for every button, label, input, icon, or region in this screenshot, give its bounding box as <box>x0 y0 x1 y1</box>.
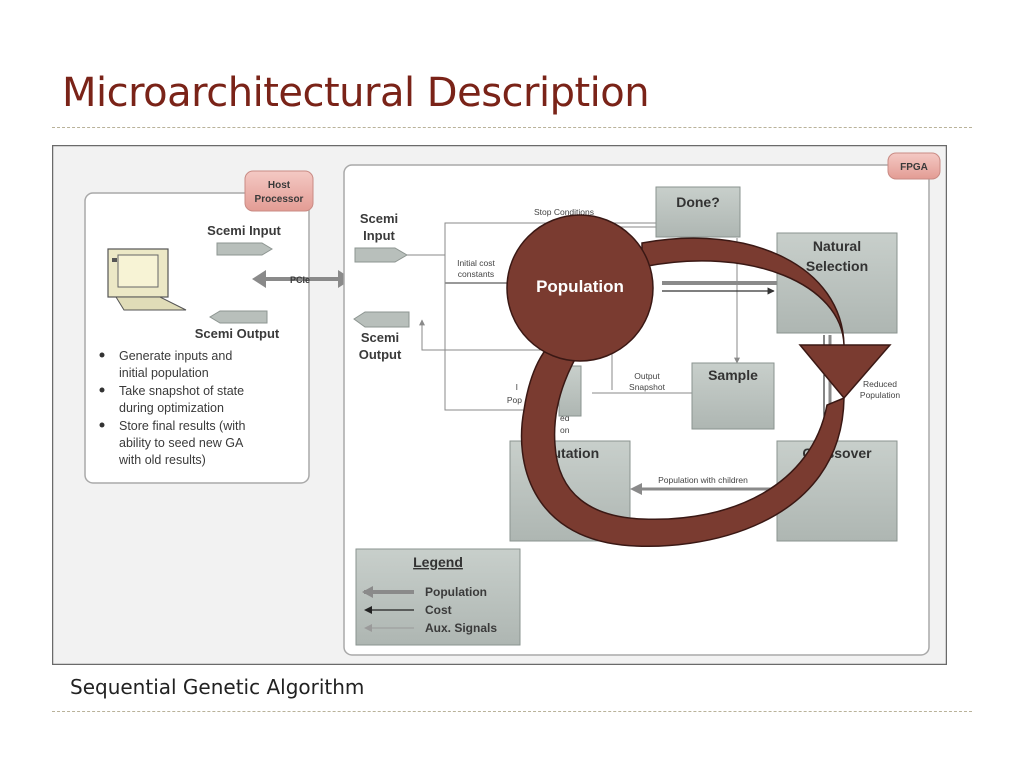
fpga-scemi-output-line2: Output <box>359 347 402 362</box>
host-scemi-output-arrow <box>209 310 268 324</box>
block-sample-label: Sample <box>708 367 758 383</box>
title-divider <box>52 127 972 128</box>
block-natural-selection-line2: Selection <box>806 258 868 274</box>
partial-label-pop: Pop <box>507 395 522 405</box>
host-scemi-input-arrow <box>216 242 273 256</box>
bullet-1-line1: Generate inputs and <box>119 349 232 363</box>
population-node-label: Population <box>536 277 624 296</box>
host-bullet-list: Generate inputs and initial population T… <box>99 349 245 467</box>
reduced-population-line1: Reduced <box>863 379 897 389</box>
fpga-badge-label: FPGA <box>900 162 928 173</box>
bullet-3-line1: Store final results (with <box>119 419 245 433</box>
fpga-scemi-output-arrow <box>353 311 410 328</box>
fpga-scemi-input-line2: Input <box>363 228 395 243</box>
slide-caption: Sequential Genetic Algorithm <box>70 675 365 699</box>
architecture-diagram: Host Processor Scemi Input PCIe Scemi Ou… <box>52 145 947 665</box>
bullet-2-line1: Take snapshot of state <box>119 384 244 398</box>
slide-title: Microarchitectural Description <box>62 70 650 116</box>
host-badge-line2: Processor <box>255 194 304 205</box>
partial-label-ed: ed <box>560 413 570 423</box>
legend-item-aux-signals: Aux. Signals <box>425 621 497 635</box>
bullet-2-line2: during optimization <box>119 401 224 415</box>
legend-item-cost: Cost <box>425 603 452 617</box>
bullet-3-line3: with old results) <box>118 453 206 467</box>
block-done: Done? <box>655 186 741 238</box>
computer-icon <box>107 248 187 311</box>
population-with-children-label: Population with children <box>658 475 748 485</box>
host-scemi-input-label: Scemi Input <box>207 223 281 238</box>
output-snapshot-line1: Output <box>634 371 660 381</box>
partial-label-on: on <box>560 425 570 435</box>
block-sample: Sample <box>691 362 775 430</box>
population-node <box>506 214 654 362</box>
fpga-scemi-output-line1: Scemi <box>361 330 399 345</box>
population-children-arrowhead <box>630 483 642 495</box>
reduced-population-line2: Population <box>860 390 900 400</box>
partial-label-i: I <box>516 382 518 392</box>
bullet-1-line2: initial population <box>119 366 209 380</box>
host-badge <box>244 170 314 212</box>
initial-cost-line1: Initial cost <box>457 258 495 268</box>
pcie-label: PCIe <box>290 275 310 285</box>
host-scemi-output-label: Scemi Output <box>195 326 280 341</box>
output-snapshot-line2: Snapshot <box>629 382 666 392</box>
initial-cost-line2: constants <box>458 269 494 279</box>
block-done-label: Done? <box>676 194 720 210</box>
block-natural-selection-line1: Natural <box>813 238 861 254</box>
footer-divider <box>52 711 972 712</box>
bullet-3-line2: ability to seed new GA <box>119 436 244 450</box>
fpga-badge <box>887 152 941 180</box>
fpga-scemi-input-line1: Scemi <box>360 211 398 226</box>
fpga-scemi-input-arrow <box>354 247 408 263</box>
legend-item-population: Population <box>425 585 487 599</box>
legend: Legend Population Cost Aux. Signals <box>355 548 521 646</box>
legend-title: Legend <box>413 554 463 570</box>
host-badge-line1: Host <box>268 180 291 191</box>
stop-conditions-label: Stop Conditions <box>534 207 594 217</box>
